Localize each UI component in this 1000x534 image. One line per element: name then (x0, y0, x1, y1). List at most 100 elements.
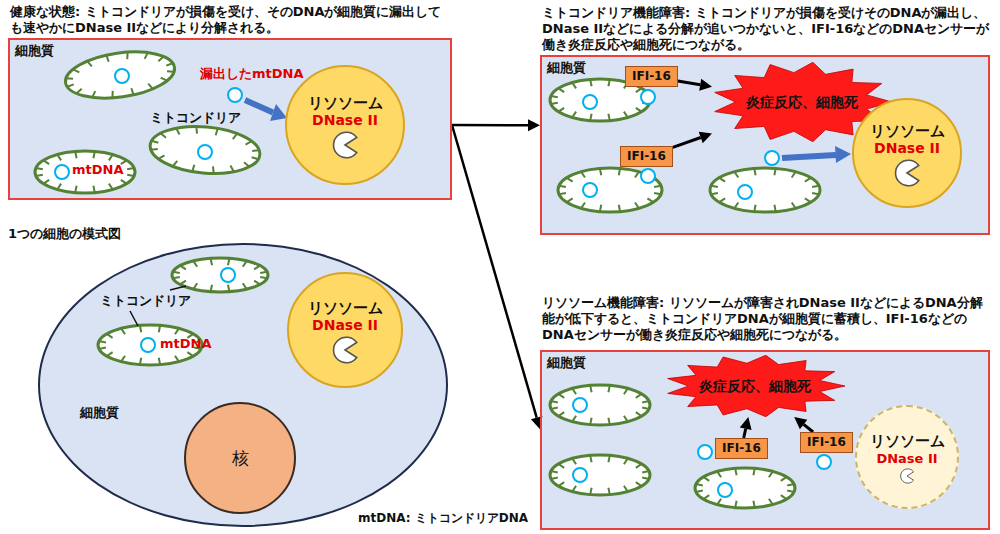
crista (159, 358, 160, 365)
crista (753, 468, 754, 475)
crista (590, 455, 591, 462)
crista (719, 198, 725, 202)
crista (642, 408, 649, 409)
mtdna-circle (583, 183, 597, 197)
mtdna-circle (141, 338, 155, 352)
arrow-head (794, 417, 807, 429)
crista (93, 151, 94, 158)
state-panel: リソソーム機能障害: リソソームが障害されDNase IIなどによるDNA分解能… (540, 350, 990, 530)
crista (57, 155, 61, 161)
mitochondria (35, 46, 820, 508)
lysosome: リソソームDNase II (285, 65, 405, 185)
crista (636, 108, 642, 112)
crista (551, 96, 558, 97)
part-label: mtDNA (72, 162, 124, 178)
crista (254, 266, 260, 270)
crista (260, 272, 267, 273)
dnase-enzyme (901, 468, 914, 482)
connector-arrow (673, 132, 712, 148)
crista (107, 352, 113, 356)
connector-line (744, 429, 746, 438)
outcome-label: 炎症反応、細胞死 (746, 94, 858, 111)
part-label: ミトコンドリア (100, 293, 191, 309)
crista (624, 416, 628, 422)
crista (173, 161, 177, 167)
crista (66, 77, 73, 79)
crista (558, 108, 564, 112)
mitochondrion-outline (550, 385, 650, 425)
crista (719, 178, 725, 182)
mitochondrion (558, 168, 662, 212)
dna-sensor-box: IFI-16 (800, 432, 853, 453)
crista (572, 83, 576, 89)
crista (774, 168, 775, 175)
leader-line (130, 311, 138, 326)
connector-arrow (794, 417, 813, 432)
connector-arrow (740, 417, 752, 438)
organelle-label: リソソーム (308, 94, 383, 112)
enzyme-label: DNase II (876, 450, 937, 467)
crista (159, 325, 160, 332)
crista (608, 455, 609, 462)
transport-arrow (782, 155, 836, 158)
crista (558, 394, 564, 398)
region-label: 細胞質 (547, 60, 586, 76)
crista (608, 79, 609, 86)
crista (252, 157, 259, 159)
mtdna-circle (583, 95, 597, 109)
crista (87, 61, 92, 67)
crista (590, 418, 591, 425)
dna-sensor-box: IFI-16 (620, 146, 673, 167)
mitochondrion-outline (148, 122, 262, 177)
crista (243, 283, 247, 289)
lysosome: リソソームDNase II (852, 98, 962, 208)
crista (140, 358, 141, 365)
mtdna-circle (198, 145, 212, 159)
crista (558, 464, 564, 468)
crista (703, 495, 709, 499)
crista (127, 175, 134, 176)
organelle-label: リソソーム (308, 299, 383, 317)
crista (121, 356, 125, 362)
burst-shape (668, 355, 845, 417)
crista (43, 160, 49, 164)
crista (152, 141, 159, 143)
enzyme-label: DNase II (874, 140, 940, 157)
crista (212, 166, 214, 173)
crista (558, 482, 564, 486)
crista (73, 68, 79, 73)
nucleus: 核 (184, 402, 296, 514)
dnase-enzyme (334, 337, 357, 363)
crista (572, 458, 576, 464)
crista (161, 77, 167, 82)
crista (551, 478, 558, 479)
crista (619, 168, 620, 175)
crista (781, 495, 787, 499)
mtdna-circle (115, 69, 129, 83)
arrow-head (835, 146, 851, 163)
crista (735, 468, 736, 475)
crista (572, 416, 576, 422)
connector-arrow (452, 119, 540, 131)
crista (99, 348, 106, 349)
crista (754, 205, 755, 212)
dnase-enzyme (891, 157, 923, 189)
region-label: 細胞質 (547, 355, 586, 371)
crista (654, 186, 661, 187)
crista (711, 186, 718, 187)
crista (624, 112, 628, 118)
cytoplasm-ground (9, 39, 989, 529)
crista (99, 341, 106, 342)
crista (717, 499, 721, 505)
crista (193, 283, 197, 289)
crista (91, 91, 96, 97)
enzyme-label: DNase II (312, 112, 378, 129)
crista (254, 281, 260, 285)
mitochondrion (695, 468, 795, 508)
connector-line (678, 81, 700, 85)
crista (567, 198, 573, 202)
crista (43, 180, 49, 184)
mitochondrion-outline (62, 46, 177, 105)
crista (244, 162, 250, 166)
